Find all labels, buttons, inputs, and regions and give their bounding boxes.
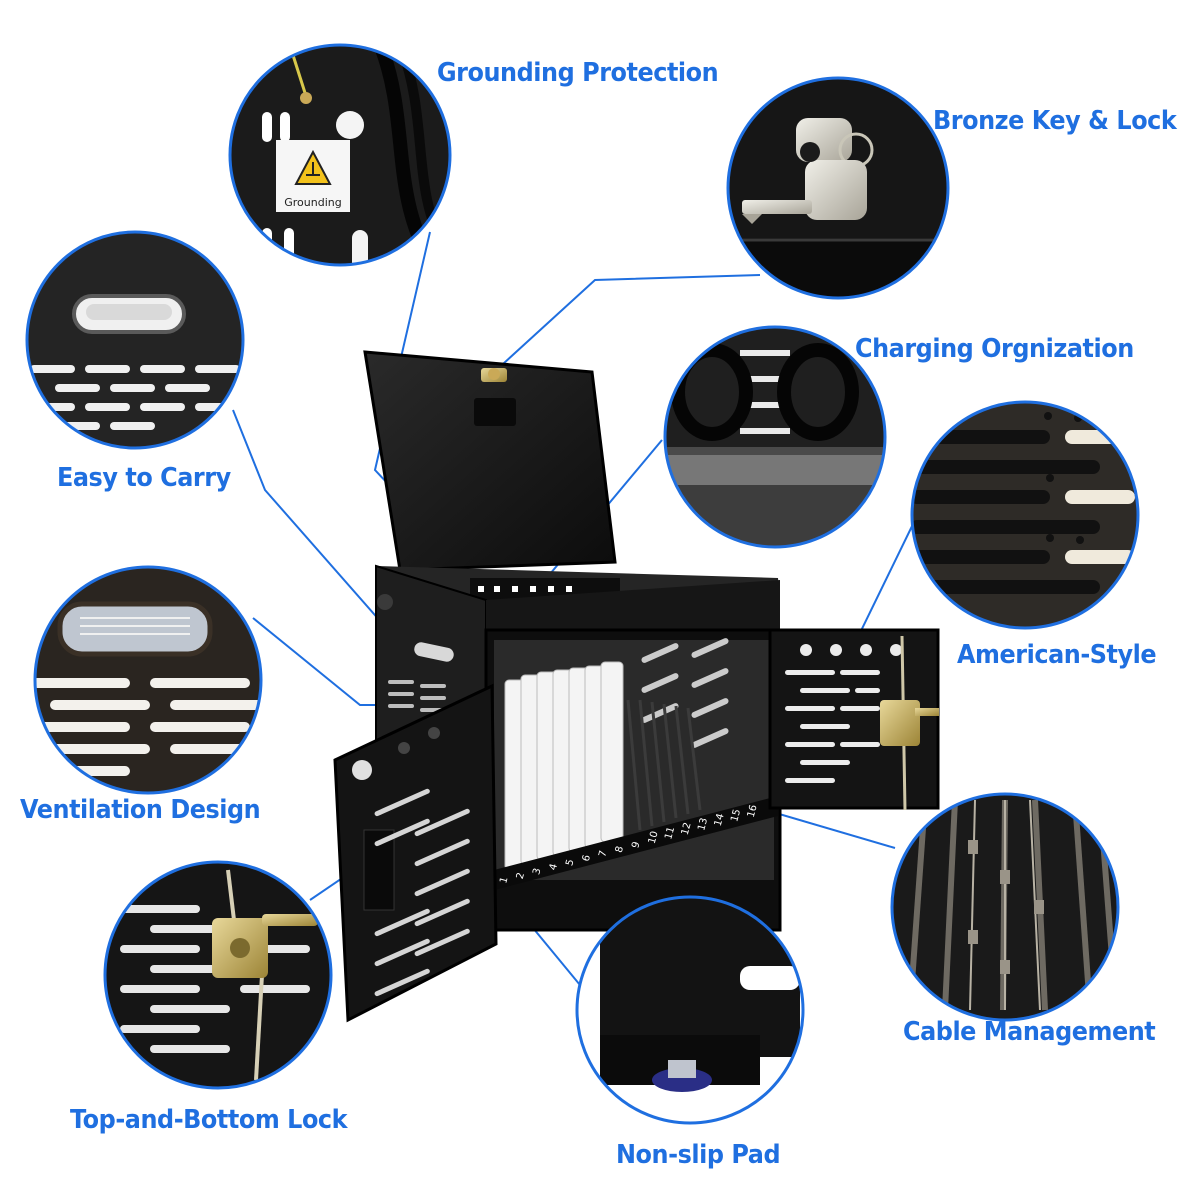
grounding-sticker-text: Grounding	[284, 196, 341, 209]
slot-number: 10	[647, 830, 661, 845]
cabinet-lid	[363, 350, 617, 572]
tablet-stack	[504, 661, 624, 871]
detail-carry	[27, 232, 243, 448]
callout-line-key	[491, 274, 761, 375]
slot-number: 15	[729, 808, 743, 823]
callout-line-carry	[232, 409, 411, 656]
label-top-bottom-lock: Top-and-Bottom Lock	[70, 1105, 348, 1135]
slot-number: 6	[581, 854, 593, 863]
label-american-style: American-Style	[957, 640, 1157, 670]
label-cable-management: Cable Management	[903, 1017, 1156, 1047]
detail-lock	[105, 862, 331, 1088]
detail-grounding: Grounding	[230, 45, 450, 265]
slot-number: 13	[696, 817, 710, 832]
slot-number: 8	[614, 845, 626, 854]
slot-number: 2	[515, 871, 527, 880]
slot-number: 4	[548, 863, 560, 872]
label-non-slip-pad: Non-slip Pad	[616, 1140, 781, 1170]
label-bronze-key-lock: Bronze Key & Lock	[933, 106, 1177, 136]
slot-number: 1	[498, 876, 510, 885]
detail-ventilation	[35, 567, 261, 793]
label-ventilation-design: Ventilation Design	[20, 795, 261, 825]
label-grounding-protection: Grounding Protection	[437, 58, 719, 88]
slot-number: 14	[713, 812, 727, 827]
detail-american	[912, 402, 1138, 628]
detail-bronze-key	[728, 78, 948, 298]
slot-number: 12	[680, 821, 694, 836]
slot-number: 11	[663, 826, 677, 841]
label-charging-organization: Charging Orgnization	[855, 334, 1134, 364]
slot-number: 3	[531, 867, 543, 876]
slot-number: 7	[597, 849, 609, 858]
label-easy-to-carry: Easy to Carry	[57, 463, 231, 493]
slot-number: 9	[630, 841, 642, 850]
left-door	[333, 683, 498, 1023]
slot-number: 5	[564, 858, 576, 867]
detail-cable	[892, 794, 1118, 1020]
slot-number: 16	[746, 804, 760, 819]
